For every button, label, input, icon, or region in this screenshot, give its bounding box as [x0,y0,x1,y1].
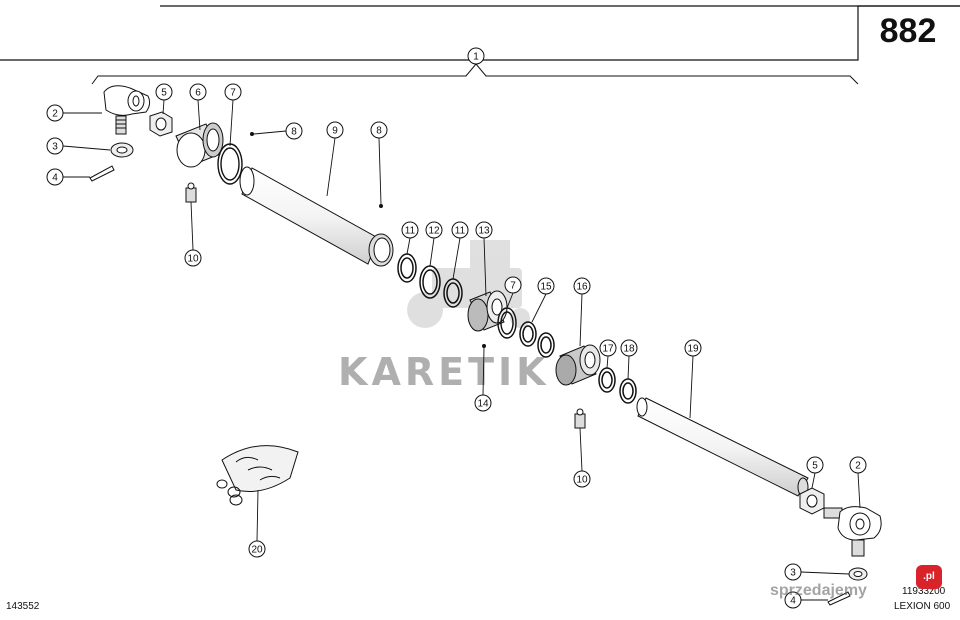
karetik-watermark: KARETIK [338,350,550,394]
tractor-watermark [407,240,530,328]
machine-model: LEXION 600 [894,601,951,612]
callout-label: 4 [52,173,58,184]
callout-label: 7 [510,281,516,292]
piston [467,290,508,332]
screw-8-right [379,204,383,208]
callout-label: 2 [52,109,58,120]
callout-label: 10 [187,254,199,265]
ring-17 [598,367,616,393]
callout-1 [467,47,485,65]
callout-label: 20 [251,545,263,556]
callout-16 [573,277,591,295]
callout-label: 11 [405,226,416,237]
callout-label: 3 [790,568,796,579]
callout-3-left [46,137,64,155]
callout-15 [537,277,555,295]
callout-label-1: 1 [473,52,479,63]
callout-17 [599,339,617,357]
callout-9 [326,121,344,139]
callout-8-left [285,122,303,140]
callouts [46,47,867,609]
callout-2-right [849,456,867,474]
callout-label: 10 [576,475,588,486]
split-pin-left [89,165,115,182]
callout-10-right [573,470,591,488]
rod-end-left [103,85,151,135]
callout-3-right [784,563,802,581]
lock-nut-left [149,111,173,137]
callout-label: 6 [195,88,201,99]
callout-11-b [451,221,469,239]
callout-label: 14 [477,399,489,410]
piston-rod [636,397,809,497]
callout-label: 16 [576,282,588,293]
callout-12 [425,221,443,239]
callout-7-right [504,276,522,294]
site-badge: .pl [916,565,942,589]
callout-label: 7 [230,88,236,99]
callout-2-left [46,104,64,122]
callout-label: 9 [332,126,338,137]
seal-kit-bag [216,445,299,506]
callout-label: 8 [291,127,297,138]
callout-label: 19 [687,344,699,355]
cylinder-gland [555,344,601,386]
page-number: 882 [879,12,937,50]
callout-6 [189,83,207,101]
callout-label: 18 [623,344,635,355]
callout-14 [474,394,492,412]
callout-label: 12 [428,226,440,237]
ring-11-a [397,253,417,283]
castle-nut-right [848,567,868,581]
callout-19 [684,339,702,357]
callout-8-right [370,121,388,139]
callout-4-left [46,168,64,186]
callout-5-right [806,456,824,474]
grease-nipple-left [185,182,197,203]
callout-13 [475,221,493,239]
callout-label: 11 [455,226,466,237]
callout-5-left [155,83,173,101]
ring-15 [519,321,555,358]
callout-18 [620,339,638,357]
lock-nut-right [799,487,825,515]
callout-label: 15 [540,282,552,293]
callout-label: 5 [161,88,167,99]
figure-code: 11933z00 [902,586,946,597]
ball-14 [482,344,486,348]
callout-20 [248,540,266,558]
o-ring-left [217,143,243,185]
callout-label: 5 [812,461,818,472]
callout-label: 3 [52,142,58,153]
split-pin-right [827,591,851,606]
callout-label: 13 [478,226,490,237]
callout-label: 4 [790,596,796,607]
callout-7-left [224,83,242,101]
ring-18 [619,378,637,404]
callout-11-a [401,221,419,239]
site-watermark: sprzedajemy [770,582,867,599]
callout-10-left [184,249,202,267]
cylinder-tube [239,166,394,267]
callout-label: 17 [602,344,614,355]
cylinder-head-left [175,122,224,168]
rod-end-right [823,506,882,557]
grease-nipple-right [574,408,586,429]
drawing-id: 143552 [6,601,40,612]
castle-nut-left [110,142,134,158]
screw-8-left [250,132,254,136]
o-ring-right [497,307,517,339]
callout-label: 8 [376,126,382,137]
leader-lines [62,99,861,601]
callout-labels: 1 2 3 4 5 6 7 8 9 8 10 11 12 11 13 7 14 … [52,52,861,607]
callout-4-right [784,591,802,609]
callout-label: 2 [855,461,861,472]
